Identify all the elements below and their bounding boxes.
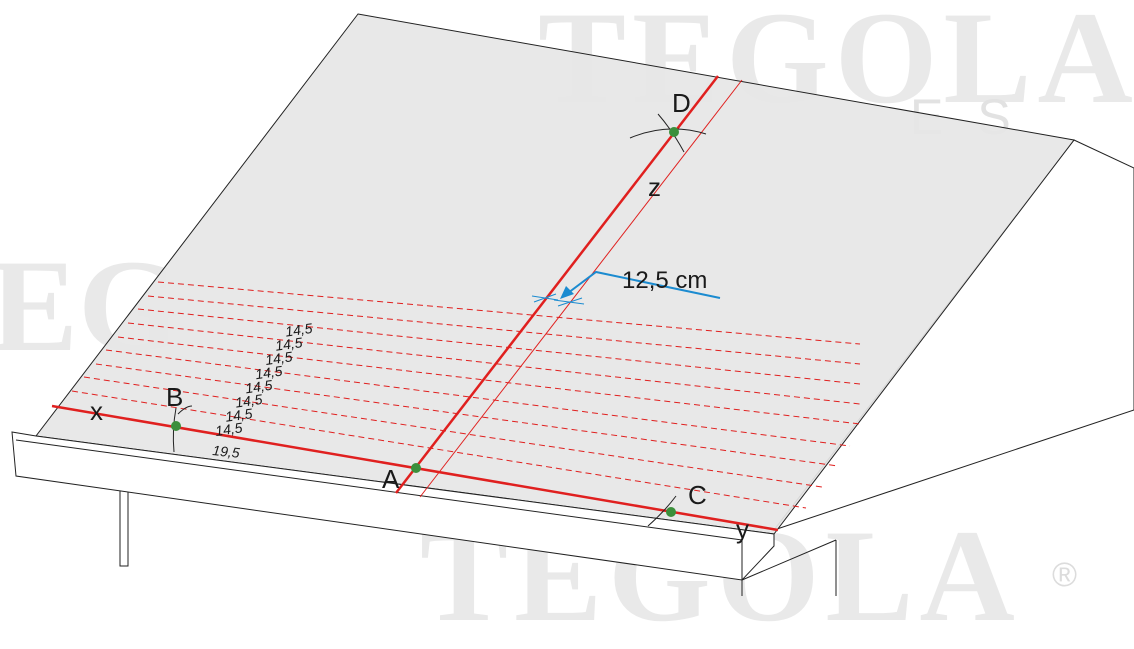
course-spacing-label: 14,5 xyxy=(234,391,263,411)
course-spacing-label: 14,5 xyxy=(274,334,303,354)
course-spacing-label: 14,5 xyxy=(254,363,283,383)
first-course-label: 19,5 xyxy=(212,442,241,461)
course-line xyxy=(127,322,861,405)
arc-mark-b-2 xyxy=(177,405,193,415)
course-line xyxy=(157,281,861,345)
dimension-tick-4 xyxy=(557,297,583,307)
fascia-board xyxy=(11,431,775,581)
dimension-leader xyxy=(563,270,721,299)
house-wall xyxy=(119,487,129,567)
course-line xyxy=(137,308,861,385)
dimension-arrowhead xyxy=(560,286,574,299)
dimension-tick-3 xyxy=(533,293,557,303)
course-line xyxy=(95,363,839,467)
course-spacing-label: 14,5 xyxy=(264,348,293,368)
course-line xyxy=(83,376,823,488)
course-spacing-label: 14,5 xyxy=(244,377,273,397)
offset-line xyxy=(419,79,743,498)
course-line xyxy=(117,336,861,425)
course-lines xyxy=(71,281,861,509)
point-d-marker xyxy=(669,127,679,137)
arc-mark-c xyxy=(647,495,677,527)
point-label-b: B xyxy=(166,382,183,412)
arc-mark-d-1 xyxy=(629,128,707,139)
axis-label-x: x xyxy=(90,396,103,426)
watermark-registered-mark: ® xyxy=(1052,556,1078,594)
point-a-marker xyxy=(411,463,421,473)
point-b-marker xyxy=(171,421,181,431)
vertical-line-ad xyxy=(395,75,719,494)
course-spacing-label: 14,5 xyxy=(224,405,253,425)
axis-label-y: y xyxy=(736,514,749,544)
fascia-inner-edge xyxy=(15,439,743,541)
roof-layout-diagram: A B C D x y z 12,5 cm 14,514,514,514,514… xyxy=(11,13,1134,596)
course-spacing-label: 14,5 xyxy=(214,419,243,439)
axis-label-z: z xyxy=(648,172,661,202)
point-label-c: C xyxy=(688,480,707,510)
point-label-a: A xyxy=(382,464,400,494)
course-spacing-label: 14,5 xyxy=(284,320,313,340)
course-spacing-labels: 14,514,514,514,514,514,514,514,519,5 xyxy=(212,320,314,461)
point-label-d: D xyxy=(672,88,691,118)
point-c-marker xyxy=(666,507,676,517)
course-line xyxy=(105,349,851,447)
offset-measurement-label: 12,5 cm xyxy=(622,267,707,294)
course-line xyxy=(71,390,807,509)
